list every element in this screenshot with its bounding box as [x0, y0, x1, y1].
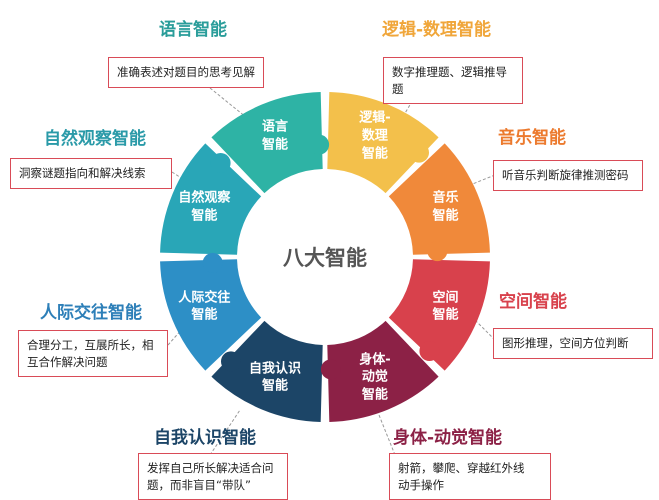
center-label: 八大智能 — [283, 246, 367, 270]
wheel-label-music: 音乐智能 — [433, 190, 459, 225]
segment-nature — [160, 143, 262, 255]
puzzle-tab-logic — [409, 142, 430, 163]
wheel-label-line: 智能 — [262, 378, 289, 394]
title-logic: 逻辑-数理智能 — [382, 20, 492, 40]
wheel-label-line: 动觉 — [361, 369, 388, 385]
wheel-label-line: 人际交往 — [178, 290, 231, 306]
desc-line: 数字推理题、逻辑推导题 — [392, 65, 507, 96]
leader-line-space — [474, 319, 496, 341]
desc-box-language: 准确表述对题目的思考见解 — [108, 57, 264, 88]
desc-box-self: 发挥自己所长解决适合问题，而非盲目“带队” — [138, 453, 288, 500]
puzzle-tab-body — [320, 359, 341, 380]
wheel-label-nature: 自然观察智能 — [178, 190, 230, 225]
title-music: 音乐智能 — [498, 128, 566, 148]
wheel-label-line: 自我认识 — [249, 361, 302, 377]
desc-line: 射箭，攀爬、穿越红外线 — [398, 461, 525, 475]
title-self: 自我认识智能 — [154, 428, 256, 448]
desc-line: 准确表述对题目的思考见解 — [117, 65, 255, 79]
wheel-label-line: 智能 — [262, 137, 289, 153]
wheel-label-line: 音乐 — [432, 190, 459, 206]
title-body: 身体-动觉智能 — [393, 428, 503, 448]
wheel-segments — [160, 92, 490, 422]
wheel-label-line: 智能 — [361, 146, 388, 162]
desc-line: 听音乐判断旋律推测密码 — [502, 168, 629, 182]
desc-line: 发挥自己所长解决适合问 — [147, 461, 274, 475]
leader-line-music — [469, 174, 496, 186]
segment-language — [211, 92, 323, 194]
puzzle-tabs — [202, 134, 448, 380]
segment-self — [211, 320, 323, 422]
desc-line: 动手操作 — [398, 477, 444, 492]
segment-space — [388, 259, 490, 371]
wheel-label-logic: 逻辑-数理智能 — [359, 110, 390, 163]
desc-box-music: 听音乐判断旋律推测密码 — [493, 160, 643, 191]
puzzle-tab-self — [220, 351, 241, 372]
title-nature: 自然观察智能 — [44, 129, 146, 149]
puzzle-tab-interpersonal — [202, 252, 223, 273]
wheel-label-line: 语言 — [262, 119, 289, 135]
segment-interpersonal — [160, 259, 262, 371]
desc-box-body: 射箭，攀爬、穿越红外线动手操作 — [389, 453, 551, 500]
wheel-label-line: 自然观察 — [178, 190, 231, 206]
leader-line-self — [209, 409, 241, 456]
puzzle-tab-space — [419, 341, 440, 362]
title-language: 语言智能 — [159, 20, 227, 40]
wheel-label-space: 空间智能 — [433, 289, 459, 324]
segment-music — [388, 143, 490, 255]
leader-line-body — [374, 404, 396, 456]
desc-line: 互合作解决问题 — [27, 354, 108, 369]
wheel-label-line: 智能 — [432, 307, 459, 323]
wheel-label-line: 智能 — [432, 208, 459, 224]
desc-box-space: 图形推理，空间方位判断 — [493, 328, 653, 359]
wheel-label-line: 智能 — [361, 387, 388, 403]
wheel-label-line: 逻辑- — [359, 111, 391, 127]
desc-box-nature: 洞察谜题指向和解决线索 — [10, 158, 172, 189]
wheel-label-body: 身体-动觉智能 — [359, 351, 390, 404]
wheel-label-line: 身体- — [359, 352, 391, 368]
wheel-label-line: 智能 — [191, 208, 218, 224]
wheel-label-line: 数理 — [361, 128, 388, 144]
desc-line: 图形推理，空间方位判断 — [502, 336, 629, 350]
segment-logic — [327, 92, 439, 194]
puzzle-tab-music — [427, 241, 448, 262]
wheel-label-interpersonal: 人际交往智能 — [178, 289, 230, 324]
desc-line: 洞察谜题指向和解决线索 — [19, 166, 146, 180]
desc-box-logic: 数字推理题、逻辑推导题 — [383, 57, 523, 105]
desc-line: 题，而非盲目“带队” — [147, 477, 251, 492]
wheel-label-self: 自我认识智能 — [249, 360, 301, 395]
title-space: 空间智能 — [499, 292, 567, 312]
wheel-label-line: 空间 — [432, 290, 459, 306]
puzzle-tab-language — [309, 134, 330, 155]
title-interpersonal: 人际交往智能 — [40, 303, 142, 323]
desc-line: 合理分工，互展所长，相 — [27, 338, 154, 352]
puzzle-tab-nature — [210, 152, 231, 173]
desc-box-interpersonal: 合理分工，互展所长，相互合作解决问题 — [18, 330, 168, 378]
wheel-label-language: 语言智能 — [262, 119, 288, 154]
wheel-label-line: 智能 — [191, 307, 218, 323]
segment-body — [327, 320, 439, 422]
